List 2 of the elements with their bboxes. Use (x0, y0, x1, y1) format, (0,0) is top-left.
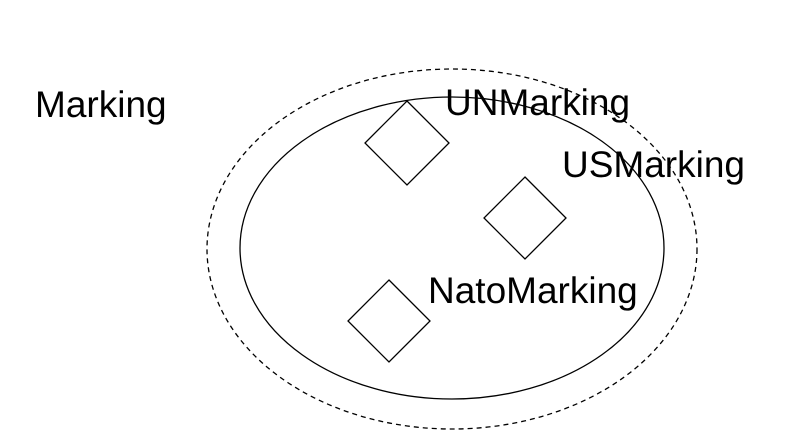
element-label: NatoMarking (428, 272, 638, 309)
element-label: Marking (35, 86, 167, 123)
